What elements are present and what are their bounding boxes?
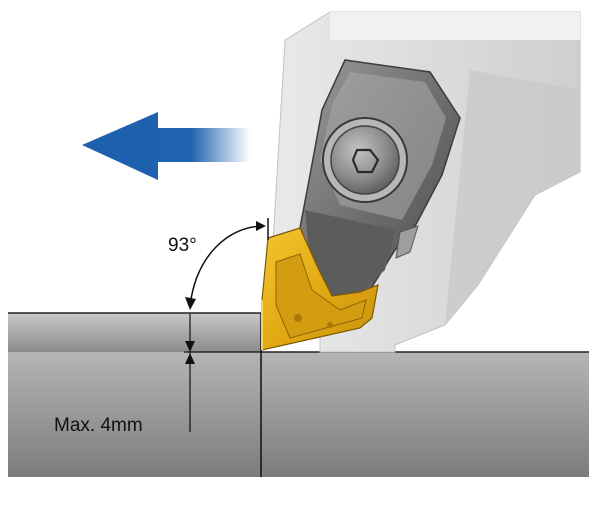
tool-holder-shadow xyxy=(445,70,580,325)
workpiece-upper-left xyxy=(8,313,262,353)
workpiece xyxy=(8,312,589,477)
insert-mark-2 xyxy=(327,322,333,328)
depth-label: Max. 4mm xyxy=(54,415,143,436)
clamp-shank xyxy=(305,210,395,298)
depth-arrow-top xyxy=(185,341,195,352)
angle-arc-head-bottom xyxy=(185,297,196,310)
depth-arrow-bottom xyxy=(185,353,195,364)
torx-screw-icon xyxy=(322,117,408,203)
angle-arc xyxy=(189,225,265,307)
screw-head xyxy=(330,125,400,195)
feed-arrow xyxy=(82,112,250,180)
arrow-left-icon xyxy=(82,112,250,180)
depth-annotation: Max. 4mm xyxy=(54,314,262,436)
screw-socket xyxy=(351,148,380,174)
angle-annotation: 93° xyxy=(168,218,269,310)
clamp-screw-tail xyxy=(395,225,419,259)
workpiece-lower xyxy=(8,352,589,477)
angle-label: 93° xyxy=(168,235,197,256)
angle-arc-head-top xyxy=(256,221,266,231)
insert-mark-1 xyxy=(294,314,302,322)
cutting-insert xyxy=(261,227,379,351)
tool-holder-face xyxy=(330,12,580,40)
